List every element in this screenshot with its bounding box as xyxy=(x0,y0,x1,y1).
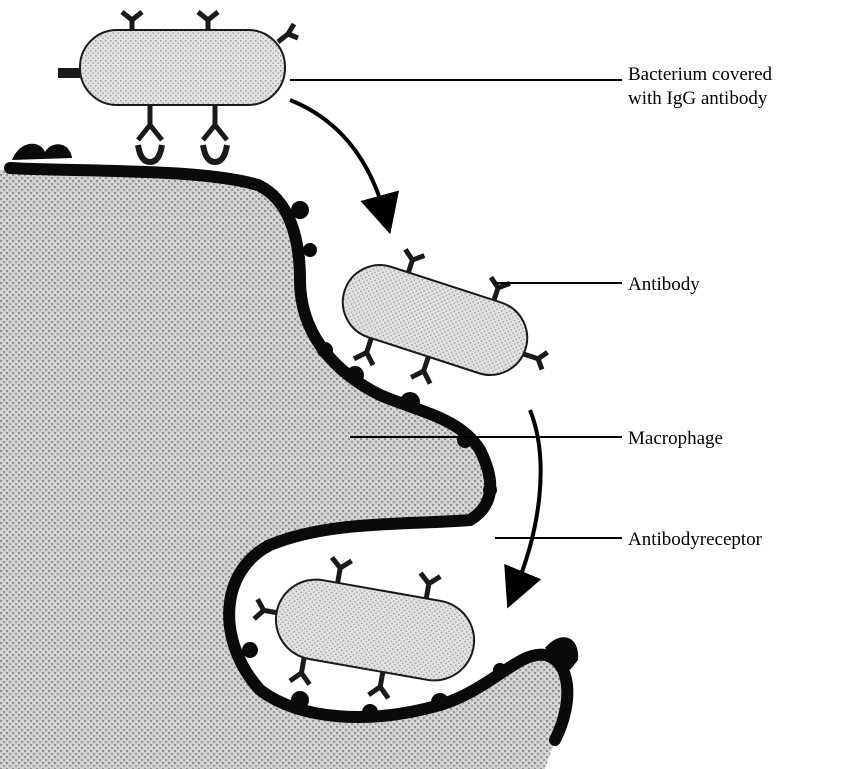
label-antibody-receptor: Antibodyreceptor xyxy=(628,529,763,550)
bacterium-bottom xyxy=(245,546,485,711)
label-antibody: Antibody xyxy=(628,274,700,295)
label-bacterium-line1: Bacterium covered xyxy=(628,64,773,85)
bacterium-top xyxy=(58,12,298,162)
label-bacterium-line2: with IgG antibody xyxy=(628,88,768,109)
arrow-engulf-1 xyxy=(290,100,385,215)
label-macrophage: Macrophage xyxy=(628,428,723,449)
